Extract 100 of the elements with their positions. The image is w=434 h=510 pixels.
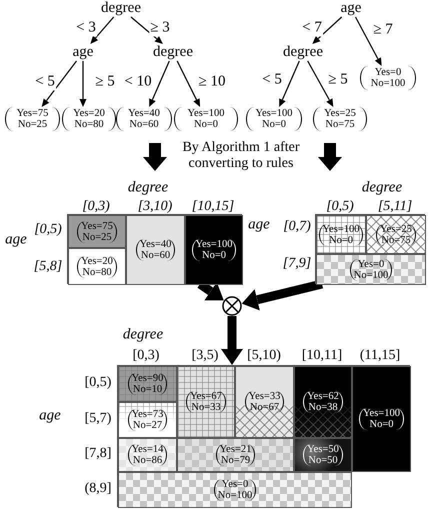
- attribute-label: age: [70, 44, 96, 61]
- count-text: Yes=100: [363, 408, 400, 419]
- table-cell: [352, 366, 411, 472]
- arrow: [307, 60, 334, 107]
- circled-cross-icon: [222, 296, 242, 316]
- count-text: No=25: [81, 232, 113, 242]
- arrow: [242, 280, 324, 310]
- attribute-label: degree: [150, 44, 196, 61]
- count-text: No=60: [128, 119, 160, 130]
- table-cell: [177, 366, 235, 438]
- row-header: [0,5): [34, 222, 62, 238]
- count-text: No=75: [324, 119, 356, 130]
- arrow: [130, 16, 163, 44]
- count-text: Yes=50: [307, 444, 339, 455]
- attribute-label: degree: [280, 44, 326, 61]
- row-header: [0,7): [283, 219, 311, 235]
- column-header: [3,5): [192, 348, 218, 364]
- count-text: Yes=40: [140, 239, 172, 250]
- count-text: Yes=100: [186, 108, 226, 119]
- table-cell: [294, 366, 352, 438]
- count-text: No=100: [354, 270, 388, 280]
- count-text: No=100: [370, 78, 406, 89]
- edge-label: < 5: [34, 74, 56, 90]
- arrow: [90, 16, 114, 44]
- count-text: Yes=20: [81, 256, 113, 266]
- column-header: [3,10): [138, 199, 172, 215]
- count-text: Yes=100: [322, 224, 360, 234]
- count-text: No=0: [368, 419, 394, 430]
- table-cell: [185, 215, 243, 285]
- row-header: [5,7): [84, 411, 112, 427]
- count-text: Yes=0: [374, 67, 402, 78]
- count-text: Yes=62: [307, 391, 339, 402]
- table-cell: [235, 366, 294, 438]
- row-header: [7,8]: [84, 446, 112, 462]
- count-text: No=86: [132, 455, 164, 466]
- row-header: [7,9]: [282, 256, 312, 272]
- table-cell: [118, 472, 352, 508]
- arrow: [42, 60, 77, 107]
- column-header: [10,11]: [302, 348, 342, 364]
- table-cell: [126, 215, 185, 285]
- count-text: No=75: [380, 234, 412, 246]
- column-header: (11,15]: [360, 348, 400, 364]
- grid-table: [315, 214, 425, 284]
- arrow: [279, 60, 300, 108]
- column-header: [5,10): [247, 348, 281, 364]
- grid-table: [67, 214, 242, 284]
- count-text: Yes=21: [220, 444, 252, 455]
- axis-label: age: [5, 232, 27, 248]
- column-header: [10,15]: [192, 199, 234, 215]
- column-header: [0,5): [326, 199, 354, 215]
- count-text: Yes=67: [190, 391, 222, 402]
- table-cell: [118, 438, 177, 472]
- count-text: No=60: [140, 250, 172, 261]
- axis-label: degree: [128, 180, 168, 196]
- table-cell: [316, 254, 426, 285]
- count-text: Yes=14: [132, 444, 164, 455]
- table-cell: [118, 366, 177, 402]
- axis-label: age: [39, 408, 61, 424]
- count-text: Yes=100: [196, 239, 232, 250]
- table-cell: [177, 438, 294, 472]
- grid-table: [117, 365, 410, 507]
- count-text: No=50: [307, 455, 339, 466]
- table-cell: [366, 215, 426, 254]
- column-header: [5,11]: [378, 199, 412, 215]
- edge-label: ≥ 3: [149, 20, 171, 36]
- table-cell: [118, 402, 177, 438]
- edge-label: < 7: [301, 20, 323, 36]
- count-text: Yes=73: [132, 409, 164, 420]
- count-text: No=0: [328, 234, 354, 246]
- count-text: No=79: [220, 455, 252, 466]
- count-text: Yes=33: [248, 391, 280, 402]
- arrow: [176, 60, 200, 107]
- table-cell: [316, 215, 366, 254]
- count-text: No=27: [132, 420, 164, 431]
- edge-label: < 3: [75, 20, 97, 36]
- count-text: Yes=25: [380, 224, 412, 234]
- count-text: Yes=25: [323, 108, 357, 119]
- count-text: No=0: [260, 119, 287, 130]
- count-text: No=100: [218, 490, 252, 501]
- count-text: Yes=0: [356, 258, 386, 270]
- attribute-label: age: [337, 0, 365, 17]
- count-text: No=80: [73, 119, 105, 130]
- count-text: No=0: [200, 250, 227, 261]
- count-text: Yes=40: [127, 108, 161, 119]
- arrow: [80, 61, 86, 107]
- axis-label: degree: [122, 326, 164, 344]
- count-text: No=25: [16, 119, 48, 130]
- note-text: By Algorithm 1 after converting to rules: [181, 140, 301, 172]
- count-text: No=33: [190, 402, 222, 413]
- arrow: [312, 16, 342, 44]
- count-text: No=10: [132, 384, 164, 395]
- count-text: No=38: [307, 402, 339, 413]
- arrow: [354, 16, 382, 66]
- count-text: Yes=0: [220, 479, 250, 490]
- table-cell: [294, 438, 352, 472]
- count-text: No=0: [192, 119, 219, 130]
- row-header: [0,5): [84, 375, 112, 391]
- row-header: [5,8]: [34, 259, 62, 275]
- count-text: Yes=75: [16, 108, 50, 119]
- table-cell: [68, 215, 126, 248]
